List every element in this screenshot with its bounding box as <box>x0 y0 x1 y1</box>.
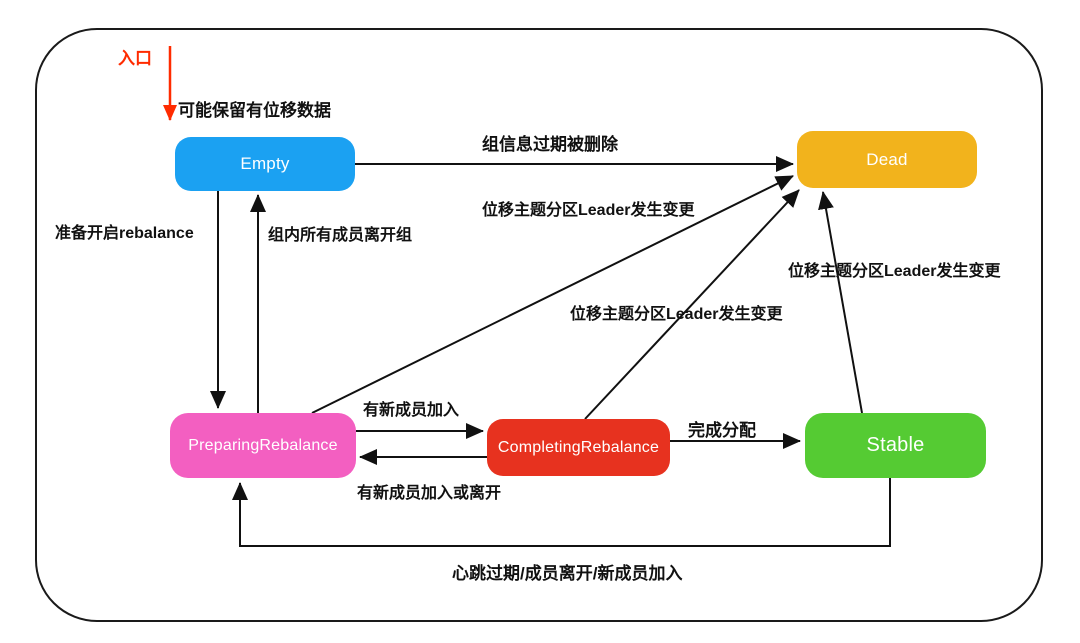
label-retain-offset-note: 可能保留有位移数据 <box>178 101 331 120</box>
arrow-preparing-to-dead <box>311 175 794 414</box>
state-empty: Empty <box>175 137 355 191</box>
label-preparing-to-completing: 有新成员加入 <box>363 402 460 419</box>
state-completing-rebalance-label: CompletingRebalance <box>497 438 660 456</box>
label-empty-to-dead: 组信息过期被删除 <box>482 135 618 154</box>
state-stable-label: Stable <box>866 434 925 456</box>
arrow-stable-to-dead <box>818 191 863 414</box>
state-preparing-rebalance: PreparingRebalance <box>170 413 356 478</box>
entry-label: 入口 <box>118 49 152 68</box>
state-preparing-rebalance-label: PreparingRebalance <box>188 436 338 454</box>
label-completing-to-dead: 位移主题分区Leader发生变更 <box>570 306 783 323</box>
state-stable: Stable <box>805 413 986 478</box>
label-completing-to-stable: 完成分配 <box>688 421 756 440</box>
state-dead: Dead <box>797 131 977 188</box>
arrow-completing-to-dead <box>584 189 800 420</box>
label-stable-to-dead: 位移主题分区Leader发生变更 <box>788 263 1001 280</box>
label-preparing-to-dead: 位移主题分区Leader发生变更 <box>482 202 695 219</box>
state-completing-rebalance: CompletingRebalance <box>487 419 670 476</box>
label-stable-to-preparing: 心跳过期/成员离开/新成员加入 <box>452 564 683 583</box>
state-empty-label: Empty <box>240 154 290 173</box>
label-preparing-to-empty: 组内所有成员离开组 <box>268 227 413 244</box>
diagram-outer-border <box>35 28 1043 622</box>
state-dead-label: Dead <box>866 149 908 169</box>
label-empty-to-preparing: 准备开启rebalance <box>55 225 194 242</box>
arrow-stable-to-preparing <box>232 478 891 547</box>
label-completing-to-preparing: 有新成员加入或离开 <box>357 485 502 502</box>
